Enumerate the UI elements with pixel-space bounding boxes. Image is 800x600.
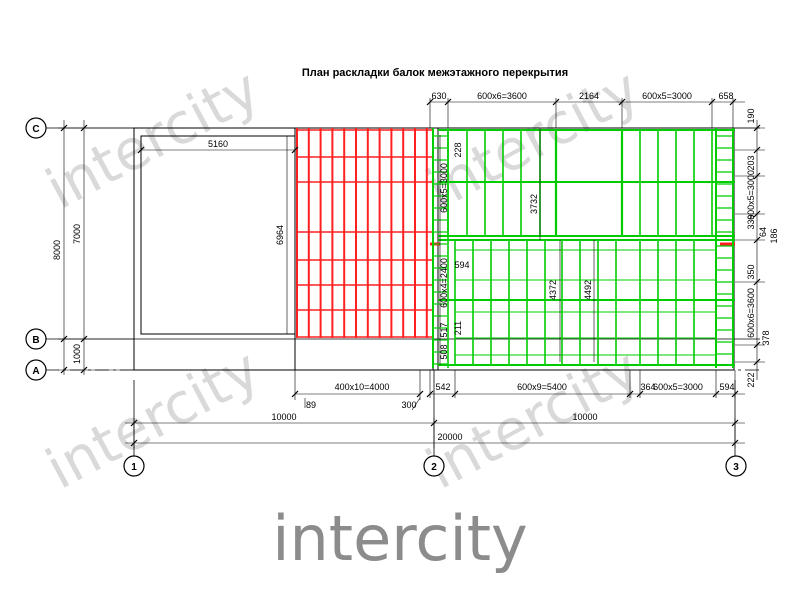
dim-overall-right: 10000 — [572, 412, 597, 422]
dim-600x4: 600x4=2400 — [439, 258, 449, 308]
dim-right-4: 64 — [758, 227, 768, 237]
dim-400x10: 400x10=4000 — [335, 382, 390, 392]
dim-211: 211 — [453, 321, 463, 335]
axis-bubble-2 — [423, 455, 445, 477]
axis-label-2: 2 — [431, 462, 437, 473]
axis-bubble-1 — [123, 455, 145, 477]
dim-89: 89 — [306, 400, 316, 410]
dim-3732: 3732 — [529, 194, 539, 214]
dim-508: 508 — [439, 344, 449, 359]
green-beams — [432, 128, 735, 368]
axis-label-a: A — [32, 366, 39, 377]
red-beams — [296, 128, 735, 338]
dimension-lines — [58, 98, 765, 448]
dim-bottom-4: 594 — [719, 382, 734, 392]
dim-594: 594 — [454, 260, 469, 270]
axis-bubble-a — [25, 359, 47, 381]
axis-label-3: 3 — [733, 462, 739, 473]
axis-bubble-b — [25, 328, 47, 350]
axis-bubbles: C B A 1 2 3 — [25, 117, 747, 477]
dim-5160: 5160 — [208, 139, 228, 149]
axis-label-b: B — [32, 335, 39, 346]
axis-bubble-c — [25, 117, 47, 139]
dim-4492: 4492 — [583, 280, 593, 300]
watermark-logo: intercity — [272, 502, 527, 575]
dim-right-7: 600x6=3600 — [746, 288, 756, 338]
dim-right-0: 190 — [746, 108, 756, 123]
axis-label-c: C — [32, 124, 39, 135]
dim-right-6: 350 — [746, 264, 756, 279]
axis-bubble-3 — [725, 455, 747, 477]
dim-left-1000: 1000 — [72, 344, 82, 364]
dim-top-0: 630 — [431, 91, 446, 101]
dim-right-8: 378 — [761, 330, 771, 345]
dim-top-3: 600x5=3000 — [642, 91, 692, 101]
watermark-4: intercity — [416, 337, 650, 503]
dim-left-8000: 8000 — [52, 240, 62, 260]
dimension-ticks — [60, 98, 761, 447]
dim-4372: 4372 — [548, 280, 558, 300]
dim-right-1: 203 — [746, 155, 756, 170]
dim-left-7000: 7000 — [72, 224, 82, 244]
dim-300: 300 — [401, 400, 416, 410]
dim-right-3: 339 — [746, 214, 756, 229]
dim-6964: 6964 — [275, 225, 285, 245]
dim-overall-total: 20000 — [437, 432, 462, 442]
drawing-title: План раскладки балок межэтажного перекры… — [302, 67, 568, 79]
dim-600x5: 600x5=3000 — [439, 163, 449, 213]
dim-bottom-3: 600x5=3000 — [653, 382, 703, 392]
dim-right-9: 222 — [746, 372, 756, 387]
dim-bottom-2: 364 — [640, 382, 655, 392]
dimension-labels: 630 600x6=3600 2164 600x5=3000 658 542 6… — [52, 91, 779, 442]
dim-228: 228 — [453, 142, 463, 157]
axis-label-1: 1 — [131, 462, 137, 473]
dim-top-2: 2164 — [579, 91, 599, 101]
dim-bottom-1: 600x9=5400 — [517, 382, 567, 392]
dim-right-5: 186 — [769, 228, 779, 243]
watermark-1: intercity — [36, 57, 270, 223]
dim-bottom-0: 542 — [435, 382, 450, 392]
dim-517: 517 — [439, 322, 449, 337]
dim-top-4: 658 — [718, 91, 733, 101]
dim-top-1: 600x6=3600 — [477, 91, 527, 101]
dim-right-2: 600x5=3000 — [746, 170, 756, 220]
dim-overall-left: 10000 — [271, 412, 296, 422]
